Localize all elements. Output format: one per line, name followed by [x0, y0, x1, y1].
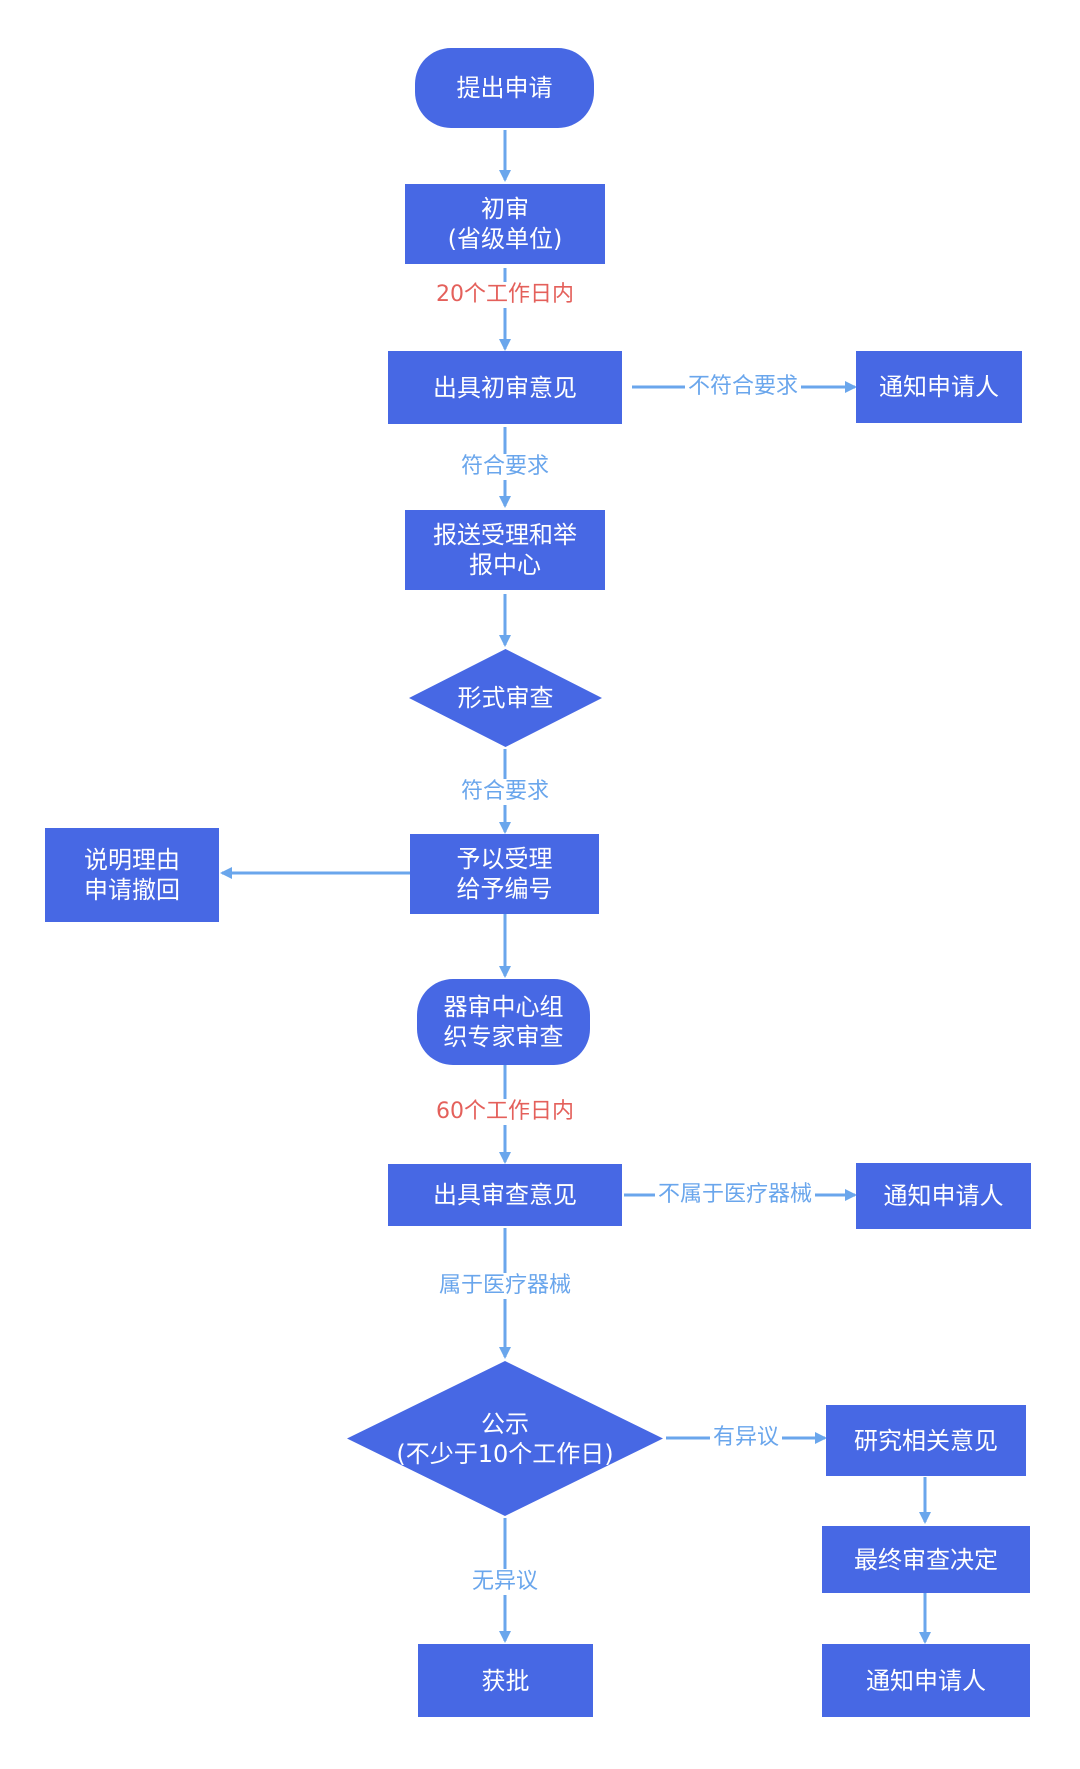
node-withdraw-application: 说明理由 申请撤回: [45, 828, 219, 922]
edge-label-not-medical-device: 不属于医疗器械: [654, 1182, 816, 1208]
node-notify-applicant-2: 通知申请人: [856, 1163, 1031, 1229]
node-expert-review: 器审中心组 织专家审查: [417, 979, 590, 1065]
edge-label-compliant: 符合要求: [457, 779, 553, 805]
node-notify-applicant-3: 通知申请人: [822, 1644, 1030, 1717]
edge-label-within-60-days: 60个工作日内: [433, 1099, 577, 1125]
edge-label-not-compliant: 不符合要求: [684, 374, 802, 400]
node-forward-to-center: 报送受理和举 报中心: [405, 510, 605, 590]
node-study-opinions: 研究相关意见: [826, 1405, 1026, 1476]
edge-label-no-objection: 无异议: [468, 1569, 542, 1595]
node-submit-application: 提出申请: [415, 48, 594, 128]
publicity-label: 公示 (不少于10个工作日): [396, 1409, 614, 1468]
node-initial-opinion: 出具初审意见: [388, 351, 622, 424]
edge-label-compliant: 符合要求: [457, 454, 553, 480]
node-formal-review: 形式审查: [409, 649, 602, 747]
edge-label-has-objection: 有异议: [709, 1425, 783, 1451]
edge-label-within-20-days: 20个工作日内: [433, 282, 577, 308]
node-initial-review: 初审 (省级单位): [405, 184, 605, 264]
node-review-opinion: 出具审查意见: [388, 1164, 622, 1226]
formal-review-label: 形式审查: [457, 684, 554, 712]
node-notify-applicant-1: 通知申请人: [856, 351, 1022, 423]
node-final-decision: 最终审查决定: [822, 1526, 1030, 1593]
node-accept-and-number: 予以受理 给予编号: [410, 834, 599, 914]
edge-label-is-medical-device: 属于医疗器械: [435, 1273, 575, 1299]
node-publicity: 公示 (不少于10个工作日): [347, 1361, 663, 1516]
node-approved: 获批: [418, 1644, 593, 1717]
